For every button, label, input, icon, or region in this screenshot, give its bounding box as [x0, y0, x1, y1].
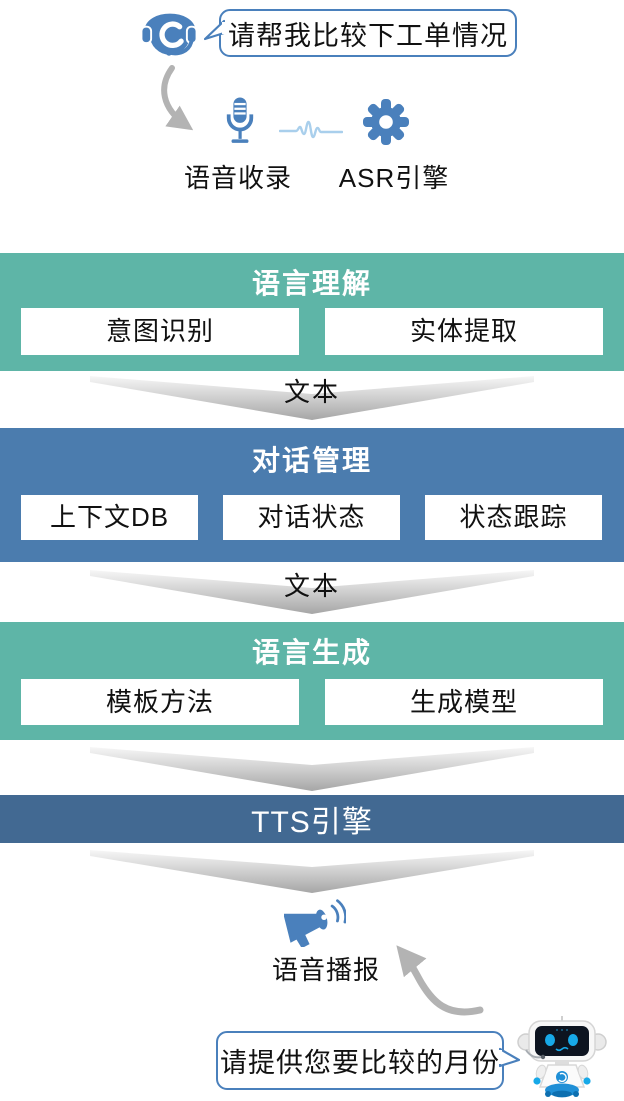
stage-title: 对话管理	[251, 445, 372, 476]
connector-label: 文本	[283, 571, 340, 601]
curved-arrow-down-icon	[161, 65, 194, 131]
chip-context-db: 上下文DB	[21, 495, 198, 540]
robot-icon	[517, 1016, 607, 1098]
microphone-icon	[226, 97, 254, 143]
voice-broadcast-label: 语音播报	[271, 955, 380, 985]
headset-operator-icon	[140, 13, 198, 56]
chip-state-tracking: 状态跟踪	[425, 495, 602, 540]
user-speech-bubble: 请帮我比较下工单情况	[204, 9, 517, 57]
bubble-tail-right	[499, 1047, 520, 1068]
chip-generation-model: 生成模型	[325, 679, 603, 725]
stage-language-understanding: 语言理解 意图识别 实体提取	[0, 253, 624, 371]
chevron-down-icon	[90, 850, 534, 893]
bubble-tail-left	[204, 19, 225, 41]
stage-tts-engine: TTS引擎	[0, 795, 624, 843]
chip-template-method: 模板方法	[21, 679, 299, 725]
connector-text-2: 文本	[0, 568, 624, 615]
connector-text-1: 文本	[0, 374, 624, 421]
stage-language-generation: 语言生成 模板方法 生成模型	[0, 622, 624, 740]
bot-speech-bubble: 请提供您要比较的月份	[216, 1031, 520, 1090]
chip-dialog-state: 对话状态	[223, 495, 400, 540]
chip-intent-recognition: 意图识别	[21, 308, 299, 355]
bot-speech-bubble-text: 请提供您要比较的月份	[220, 1048, 500, 1078]
asr-engine-label: ASR引擎	[338, 163, 450, 193]
chevron-down-icon	[90, 376, 534, 420]
gear-icon	[363, 99, 409, 145]
user-speech-bubble-text: 请帮我比较下工单情况	[228, 20, 508, 51]
chevron-down-icon	[90, 747, 534, 791]
curved-arrow-up-icon	[396, 945, 484, 1016]
stage-title: 语言理解	[251, 268, 372, 299]
megaphone-icon	[284, 899, 346, 947]
connector-plain-1	[0, 745, 624, 792]
connector-plain-2	[0, 848, 624, 894]
chevron-down-icon	[90, 570, 534, 614]
chip-entity-extraction: 实体提取	[325, 308, 603, 355]
stage-title: TTS引擎	[251, 806, 373, 839]
stage-dialog-management: 对话管理 上下文DB 对话状态 状态跟踪	[0, 428, 624, 562]
connector-label: 文本	[283, 377, 340, 407]
voice-capture-label: 语音收录	[183, 163, 292, 193]
waveform-icon	[279, 120, 343, 139]
stage-title: 语言生成	[251, 637, 372, 668]
